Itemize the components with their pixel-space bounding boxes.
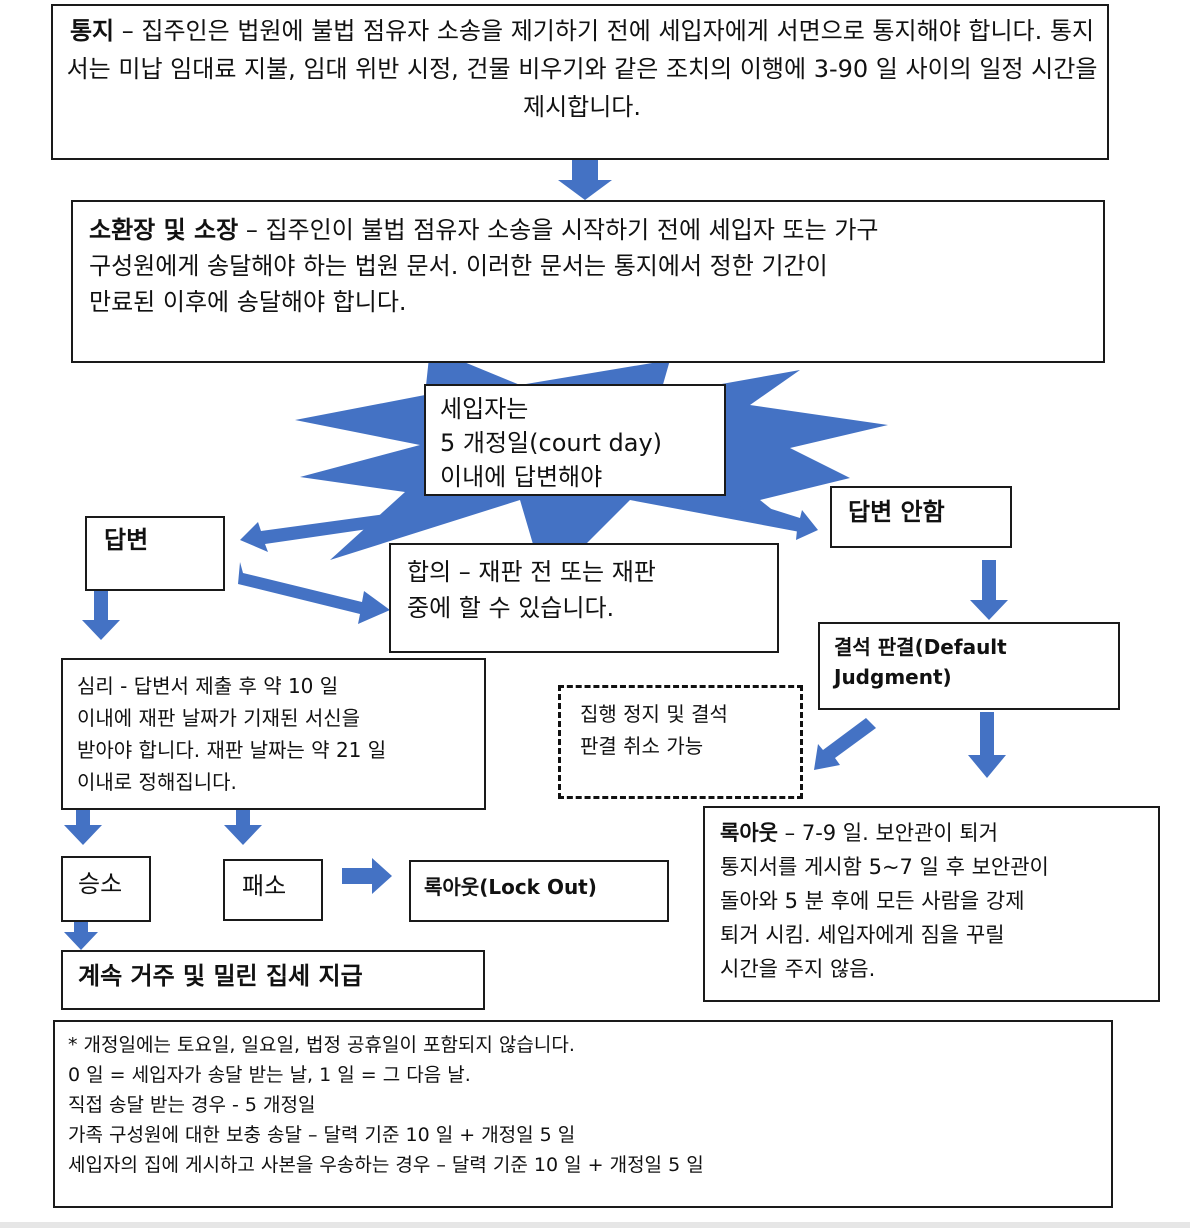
arrow-right-lose: [342, 858, 392, 894]
default-judgment-text: 결석 판결(Default Judgment): [834, 632, 1114, 692]
lockout-small-box: [409, 860, 669, 922]
stay-box: [558, 685, 803, 799]
default-line-1: 결석 판결(Default: [834, 635, 1007, 659]
burst-line-3: 이내에 답변해야: [440, 463, 603, 491]
lockout-big-text: 록아웃 – 7-9 일. 보안관이 퇴거 통지서를 게시함 5~7 일 후 보안…: [720, 816, 1155, 986]
notice-box: [51, 4, 1109, 160]
summons-text: 소환장 및 소장 – 집주인이 불법 점유자 소송을 시작하기 전에 세입자 또…: [89, 212, 1099, 320]
burst-line-1: 세입자는: [440, 395, 529, 423]
win-box: [61, 856, 151, 922]
notes-line-5: 세입자의 집에 게시하고 사본을 우송하는 경우 – 달력 기준 10 일 + …: [68, 1154, 704, 1176]
arrow-down-answer: [82, 590, 120, 640]
stay-text: 집행 정지 및 결석 판결 취소 가능: [580, 698, 795, 762]
default-judgment-box: [818, 622, 1120, 710]
lockout-big-line-1-body: – 7-9 일. 보안관이 퇴거: [784, 821, 999, 845]
notice-body: – 집주인은 법원에 불법 점유자 소송을 제기하기 전에 세입자에게 서면으로…: [66, 17, 1098, 121]
no-answer-box: [830, 486, 1012, 548]
summons-line-3: 만료된 이후에 송달해야 합니다.: [89, 288, 407, 316]
settlement-line-2: 중에 할 수 있습니다.: [407, 594, 615, 622]
hearing-box: [61, 658, 486, 810]
summons-box: [71, 200, 1105, 363]
burst-text-box: [424, 384, 726, 496]
lockout-small-label: 록아웃(Lock Out): [424, 875, 597, 899]
burst-line-2: 5 개정일(court day): [440, 429, 663, 457]
arrow-down-win: [64, 810, 102, 845]
lockout-big-line-2: 통지서를 게시함 5~7 일 후 보안관이: [720, 855, 1049, 879]
no-answer-label: 답변 안함: [848, 498, 945, 526]
stay-pay-box: [61, 950, 485, 1010]
summons-line-2: 구성원에게 송달해야 하는 법원 문서. 이러한 문서는 통지에서 정한 기간이: [89, 252, 828, 280]
stay-line-2: 판결 취소 가능: [580, 734, 704, 758]
arrow-to-answer: [240, 512, 403, 552]
notes-line-1: * 개정일에는 토요일, 일요일, 법정 공휴일이 포함되지 않습니다.: [68, 1034, 575, 1056]
notes-line-3: 직접 송달 받는 경우 - 5 개정일: [68, 1094, 316, 1116]
hearing-line-3: 받아야 합니다. 재판 날짜는 약 21 일: [77, 738, 387, 762]
lockout-big-line-1: 록아웃 – 7-9 일. 보안관이 퇴거: [720, 816, 1155, 850]
notes-box: [53, 1020, 1113, 1208]
win-label: 승소: [78, 870, 123, 898]
answer-label: 답변: [104, 526, 149, 554]
settlement-line-1: 합의 – 재판 전 또는 재판: [407, 558, 656, 586]
hearing-line-1: 심리 - 답변서 제출 후 약 10 일: [77, 674, 339, 698]
summons-line-1: 소환장 및 소장 – 집주인이 불법 점유자 소송을 시작하기 전에 세입자 또…: [89, 212, 1099, 248]
lockout-big-line-4: 퇴거 시킴. 세입자에게 짐을 꾸릴: [720, 923, 1005, 947]
stay-line-1: 집행 정지 및 결석: [580, 702, 728, 726]
hearing-line-4: 이내로 정해집니다.: [77, 770, 237, 794]
hearing-text: 심리 - 답변서 제출 후 약 10 일 이내에 재판 날짜가 기재된 서신을 …: [77, 670, 482, 798]
arrows: [64, 160, 1008, 950]
lose-box: [223, 859, 323, 921]
arrow-to-settlement: [238, 562, 390, 624]
notice-title: 통지: [69, 17, 115, 45]
lockout-big-box: [703, 806, 1160, 1002]
lose-label: 패소: [242, 872, 287, 900]
arrow-down-default: [968, 712, 1006, 778]
notice-text: 통지 – 집주인은 법원에 불법 점유자 소송을 제기하기 전에 세입자에게 서…: [62, 12, 1102, 126]
lockout-big-line-5: 시간을 주지 않음.: [720, 957, 876, 981]
arrow-down-lose: [224, 810, 262, 845]
arrow-to-stay: [814, 718, 876, 770]
settlement-text: 합의 – 재판 전 또는 재판 중에 할 수 있습니다.: [407, 554, 767, 626]
bottom-divider: [0, 1222, 1190, 1228]
answer-box: [85, 516, 225, 591]
notes-line-2: 0 일 = 세입자가 송달 받는 날, 1 일 = 그 다음 날.: [68, 1064, 471, 1086]
lockout-big-line-3: 돌아와 5 분 후에 모든 사람을 강제: [720, 889, 1025, 913]
notes-text: * 개정일에는 토요일, 일요일, 법정 공휴일이 포함되지 않습니다. 0 일…: [68, 1030, 1108, 1180]
notes-line-4: 가족 구성원에 대한 보충 송달 – 달력 기준 10 일 + 개정일 5 일: [68, 1124, 576, 1146]
summons-line-1-body: – 집주인이 불법 점유자 소송을 시작하기 전에 세입자 또는 가구: [245, 216, 879, 244]
settlement-box: [389, 543, 779, 653]
stay-pay-label: 계속 거주 및 밀린 집세 지급: [78, 962, 363, 990]
lockout-big-title: 록아웃: [720, 821, 778, 845]
arrow-down-1: [558, 160, 612, 200]
hearing-line-2: 이내에 재판 날짜가 기재된 서신을: [77, 706, 361, 730]
arrow-to-no-answer: [740, 500, 818, 540]
arrow-down-win-2: [64, 920, 98, 950]
default-line-2: Judgment): [834, 665, 952, 689]
burst-text: 세입자는 5 개정일(court day) 이내에 답변해야: [440, 392, 720, 494]
summons-title: 소환장 및 소장: [89, 216, 239, 244]
arrow-down-no-answer: [970, 560, 1008, 620]
